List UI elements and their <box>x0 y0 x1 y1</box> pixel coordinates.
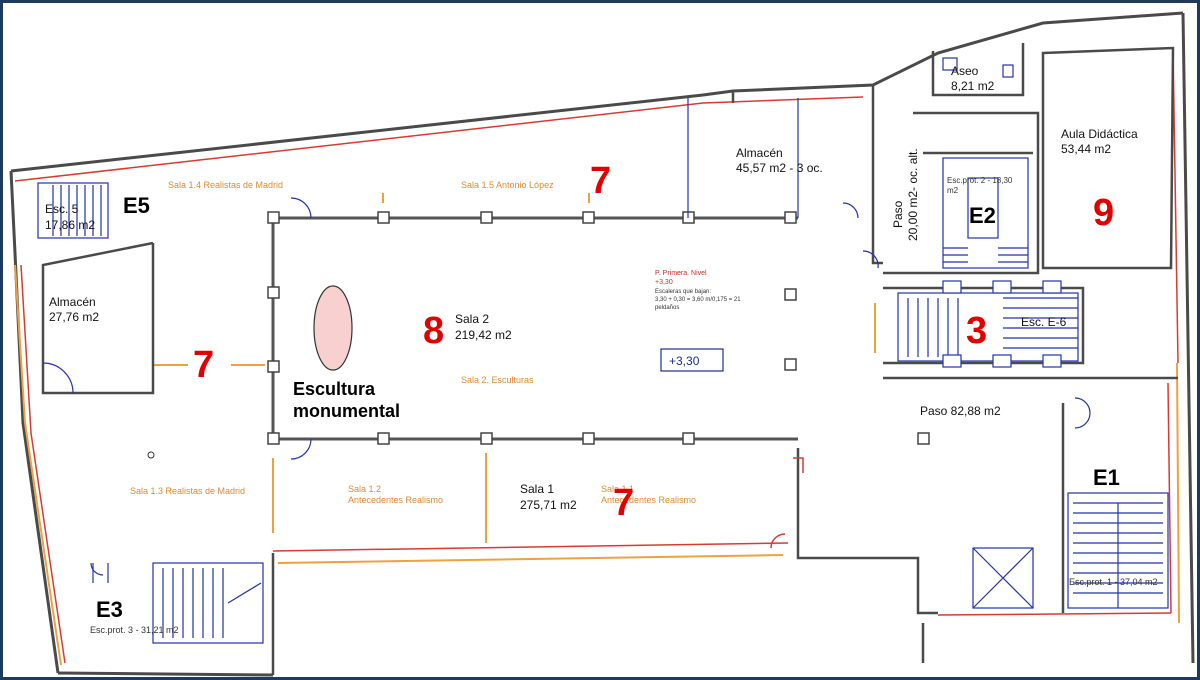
zone-number-center: 8 <box>423 310 444 352</box>
sculpture-label: Escultura monumental <box>293 379 400 421</box>
label-sala-1-2-a: Sala 1.2 <box>348 484 381 494</box>
sculpture-line1: Escultura <box>293 379 376 399</box>
stair-e1-tag: E1 <box>1093 465 1120 490</box>
almacen-left-name: Almacén <box>49 295 96 309</box>
paso-vertical-line2: 20,00 m2- oc. alt. <box>906 148 920 241</box>
level-box-text: +3,30 <box>669 354 700 368</box>
stair-e5-name: Esc. 5 <box>45 202 79 216</box>
sala1-name: Sala 1 <box>520 482 554 496</box>
stair-e5-tag: E5 <box>123 193 150 218</box>
zone-number-right-stair: 3 <box>966 310 987 352</box>
almacen-top-area: 45,57 m2 - 3 oc. <box>736 161 823 175</box>
stair-e2-name: Esc.prot. 2 - 18,30 <box>947 176 1013 185</box>
zone-number-aula: 9 <box>1093 192 1114 234</box>
level-note: P. Primera. Nivel +3,30 Escaleras que ba… <box>655 270 741 368</box>
stair-e6-name: Esc. E-6 <box>1021 315 1067 329</box>
zone-number-bottom: 7 <box>613 482 634 524</box>
aseo-area: 8,21 m2 <box>951 79 995 93</box>
label-sala-1-4: Sala 1.4 Realistas de Madrid <box>168 180 283 190</box>
level-note-line1: Escaleras que bajan: <box>655 289 711 295</box>
sala2-area: 219,42 m2 <box>455 328 512 342</box>
stair-e1-name: Esc.prot. 1 - 37,04 m2 <box>1069 577 1158 587</box>
red-door-arc <box>770 533 786 549</box>
almacen-top-name: Almacén <box>736 146 783 160</box>
zone-number-left: 7 <box>193 344 214 386</box>
level-note-title: P. Primera. Nivel <box>655 270 707 277</box>
zone-number-top: 7 <box>590 160 611 202</box>
sculpture-line2: monumental <box>293 401 400 421</box>
level-note-level: +3,30 <box>655 279 673 286</box>
label-sala-1-1-b: Antecedentes Realismo <box>601 495 696 505</box>
aula-name: Aula Didáctica <box>1061 127 1138 141</box>
red-lines <box>14 47 1179 664</box>
floor-marker <box>147 451 155 459</box>
orange-lines <box>14 193 1180 666</box>
zone-numbers: 7 7 7 8 3 9 <box>193 160 1114 524</box>
label-sala-1-2-b: Antecedentes Realismo <box>348 495 443 505</box>
sala-2-walls <box>271 216 798 441</box>
red-marker <box>793 457 804 473</box>
aula-area: 53,44 m2 <box>1061 142 1111 156</box>
stair-e2-area: m2 <box>947 186 959 195</box>
label-sala-1-5: Sala 1.5 Antonio López <box>461 180 554 190</box>
stair-fixtures <box>942 57 1062 368</box>
sculpture-ellipse <box>313 285 353 371</box>
paso-main-name: Paso 82,88 m2 <box>920 404 1001 418</box>
stair-e5-area: 17,86 m2 <box>45 218 95 232</box>
stair-e2-tag: E2 <box>969 203 996 228</box>
gallery-labels: Sala 1.4 Realistas de Madrid Sala 1.5 An… <box>130 180 696 505</box>
stair-e3-tag: E3 <box>96 597 123 622</box>
column-markers <box>267 211 930 445</box>
stair-labels: E5 Esc. 5 17,86 m2 E2 Esc.prot. 2 - 18,3… <box>45 176 1158 635</box>
level-note-line2: 3,30 + 0,30 = 3,60 m/0,175 = 21 <box>655 297 741 303</box>
level-box <box>660 348 724 372</box>
sala2-name: Sala 2 <box>455 312 489 326</box>
label-sala-2: Sala 2. Esculturas <box>461 375 534 385</box>
label-sala-1-3: Sala 1.3 Realistas de Madrid <box>130 486 245 496</box>
level-note-line3: peldaños <box>655 305 679 311</box>
aseo-name: Aseo <box>951 64 979 78</box>
label-sala-1-1-a: Sala 1.1 <box>601 484 634 494</box>
internal-walls <box>41 43 1178 675</box>
sala1-area: 275,71 m2 <box>520 498 577 512</box>
paso-vertical-line1: Paso <box>891 200 905 228</box>
almacen-left-area: 27,76 m2 <box>49 310 99 324</box>
stair-lines <box>37 98 1169 644</box>
floor-plan-drawing: Almacén 45,57 m2 - 3 oc. Almacén 27,76 m… <box>9 11 1195 677</box>
room-labels: Almacén 45,57 m2 - 3 oc. Almacén 27,76 m… <box>49 64 1138 512</box>
stair-e3-name: Esc.prot. 3 - 31,21 m2 <box>90 625 179 635</box>
